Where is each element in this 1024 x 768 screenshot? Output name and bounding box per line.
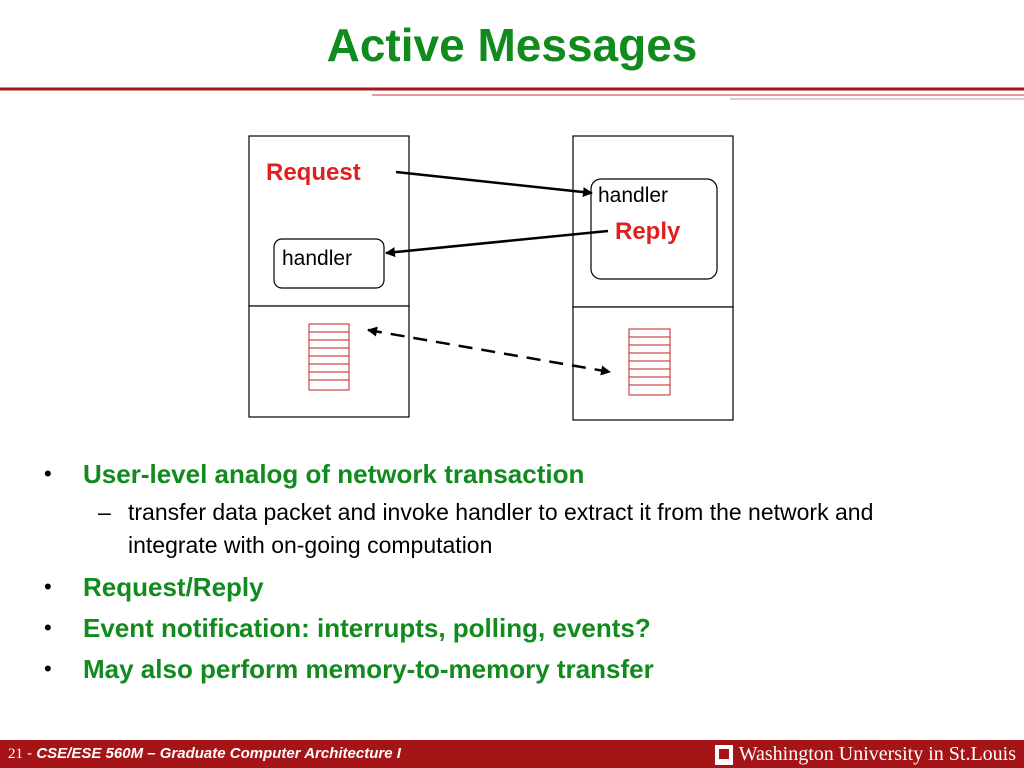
- left-handler-box: [273, 238, 385, 289]
- university-seal-icon: [714, 744, 733, 765]
- bullet-dot: •: [44, 574, 52, 599]
- request-label: Request: [266, 159, 361, 186]
- left-buffer-icon: [308, 323, 350, 391]
- sub-bullet-text: transfer data packet and invoke handler …: [128, 499, 874, 558]
- data-transfer-arrow: [367, 326, 611, 376]
- reply-arrow: [385, 229, 609, 258]
- bullet-item: • Request/Reply: [40, 568, 1000, 606]
- bullet-text: Request/Reply: [83, 572, 264, 602]
- bullet-item: • Event notification: interrupts, pollin…: [40, 609, 1000, 647]
- bullet-dot: •: [44, 656, 52, 681]
- footer-right: Washington University in St.Louis: [714, 743, 1016, 766]
- left-node: Request handler: [248, 135, 410, 418]
- bullet-item: • User-level analog of network transacti…: [40, 455, 1000, 493]
- right-node: handler Reply: [572, 135, 734, 421]
- bullet-dash: –: [98, 499, 111, 525]
- bullet-text: May also perform memory-to-memory transf…: [83, 654, 654, 684]
- bullet-item: • May also perform memory-to-memory tran…: [40, 650, 1000, 688]
- bullet-list: • User-level analog of network transacti…: [40, 455, 1000, 691]
- request-arrow: [395, 170, 593, 198]
- footer-left: 21 - CSE/ESE 560M – Graduate Computer Ar…: [8, 745, 401, 763]
- right-buffer-icon: [628, 328, 671, 396]
- university-name: Washington University in St.Louis: [738, 743, 1016, 765]
- course-title: CSE/ESE 560M – Graduate Computer Archite…: [36, 745, 401, 762]
- bullet-text: User-level analog of network transaction: [83, 459, 585, 489]
- right-handler-label: handler: [598, 184, 668, 207]
- left-handler-label: handler: [282, 247, 352, 270]
- bullet-dot: •: [44, 615, 52, 640]
- page-separator: -: [27, 745, 33, 762]
- page-number: 21: [8, 746, 23, 762]
- footer-bar: 21 - CSE/ESE 560M – Graduate Computer Ar…: [0, 740, 1024, 768]
- right-handler-box: [590, 178, 718, 280]
- title-rule: [0, 87, 1024, 100]
- reply-label: Reply: [615, 218, 681, 245]
- bullet-dot: •: [44, 461, 52, 486]
- sub-bullet-item: – transfer data packet and invoke handle…: [40, 496, 918, 562]
- bullet-text: Event notification: interrupts, polling,…: [83, 613, 651, 643]
- slide-title: Active Messages: [326, 19, 698, 71]
